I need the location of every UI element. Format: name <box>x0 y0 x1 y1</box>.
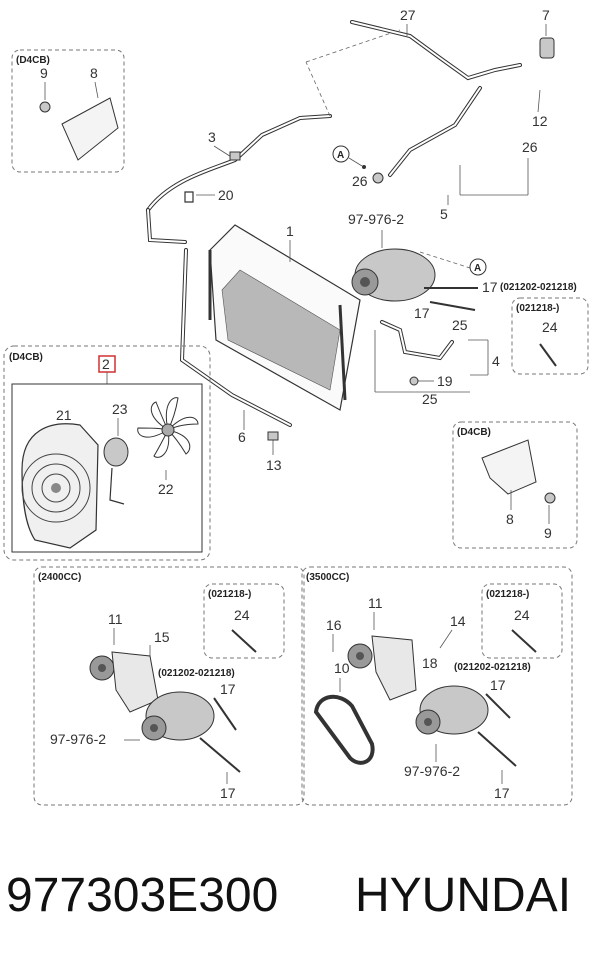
callout-15: 15 <box>154 629 170 645</box>
box-3500cc <box>301 566 573 806</box>
fan-motor-icon <box>103 437 129 467</box>
d4cb-label-fan: (D4CB) <box>9 352 43 363</box>
callout-17-mid: 17 <box>414 305 430 321</box>
callout-24-2400: 24 <box>234 607 250 623</box>
callout-8-top: 8 <box>90 65 98 81</box>
range-box-3500 <box>481 583 563 659</box>
range-021202-3500: (021202-021218) <box>454 662 531 673</box>
receiver-drier-icon <box>539 37 555 59</box>
callout-17-top: 17 <box>482 279 498 295</box>
callout-27: 27 <box>400 7 416 23</box>
range-box-top <box>511 297 589 375</box>
d4cb-box-top <box>11 49 125 173</box>
callout-6: 6 <box>238 429 246 445</box>
callout-11-2400: 11 <box>108 611 123 627</box>
callout-9-right: 9 <box>544 525 552 541</box>
parts-diagram: (D4CB) 9 8 3 20 27 26 A 7 12 26 5 1 6 <box>3 7 589 806</box>
callout-23: 23 <box>112 401 128 417</box>
part-number: 977303E300 <box>6 869 279 922</box>
bracket-icon-3500 <box>371 635 417 701</box>
fan-blade-icon <box>137 397 199 458</box>
ref-compressor-3500: 97-976-2 <box>404 763 460 779</box>
ref-a-circle-mid <box>469 258 487 276</box>
callout-10: 10 <box>334 660 350 676</box>
callout-12: 12 <box>532 113 548 129</box>
drive-belt-icon <box>313 695 375 765</box>
callout-3: 3 <box>208 129 216 145</box>
callout-13: 13 <box>266 457 282 473</box>
label-2400cc: (2400CC) <box>38 572 81 583</box>
callout-8-right: 8 <box>506 511 514 527</box>
callout-18: 18 <box>422 655 438 671</box>
callout-25-bottom: 25 <box>422 391 438 407</box>
ref-a-mid: A <box>474 263 481 274</box>
callout-17-2400-top: 17 <box>220 681 236 697</box>
callout-24-top: 24 <box>542 319 558 335</box>
callout-11-3500: 11 <box>368 595 383 611</box>
callout-26-right: 26 <box>522 139 538 155</box>
callout-9-top: 9 <box>40 65 48 81</box>
heat-shield-icon <box>61 97 119 161</box>
range-box-2400 <box>203 583 285 659</box>
callout-19: 19 <box>437 373 453 389</box>
label-3500cc: (3500CC) <box>306 572 349 583</box>
callout-24-3500: 24 <box>514 607 530 623</box>
range-021218-3500: (021218-) <box>486 589 529 600</box>
bolt-icon <box>39 101 51 113</box>
callout-22: 22 <box>158 481 174 497</box>
ref-a-circle-top <box>332 145 350 163</box>
callout-17-3500-bottom: 17 <box>494 785 510 801</box>
range-021218-2400: (021218-) <box>208 589 251 600</box>
callout-5: 5 <box>440 206 448 222</box>
callout-20: 20 <box>218 187 234 203</box>
callout-4: 4 <box>492 353 500 369</box>
range-021218-top: (021218-) <box>516 303 559 314</box>
d4cb-label-top: (D4CB) <box>16 55 50 66</box>
range-021202-2400: (021202-021218) <box>158 668 235 679</box>
callout-14: 14 <box>450 613 466 629</box>
callout-17-2400-bottom: 17 <box>220 785 236 801</box>
callout-17-3500-top: 17 <box>490 677 506 693</box>
box-2400cc <box>33 566 305 806</box>
callout-25-top: 25 <box>452 317 468 333</box>
d4cb-label-right: (D4CB) <box>457 427 491 438</box>
callout-7: 7 <box>542 7 550 23</box>
callout-21: 21 <box>56 407 72 423</box>
d4cb-box-fan <box>3 345 211 561</box>
bracket-icon-2400 <box>111 651 159 713</box>
range-021202-top: (021202-021218) <box>500 282 577 293</box>
callout-16: 16 <box>326 617 342 633</box>
heat-shield-icon-right <box>481 439 537 495</box>
ref-compressor-2400: 97-976-2 <box>50 731 106 747</box>
callout-1: 1 <box>286 223 294 239</box>
callout-2: 2 <box>102 356 110 372</box>
d4cb-box-right <box>452 421 578 549</box>
ref-compressor-top: 97-976-2 <box>348 211 404 227</box>
ref-a-top: A <box>337 150 344 161</box>
callout-26-left: 26 <box>352 173 368 189</box>
brand-name: HYUNDAI <box>355 869 572 922</box>
